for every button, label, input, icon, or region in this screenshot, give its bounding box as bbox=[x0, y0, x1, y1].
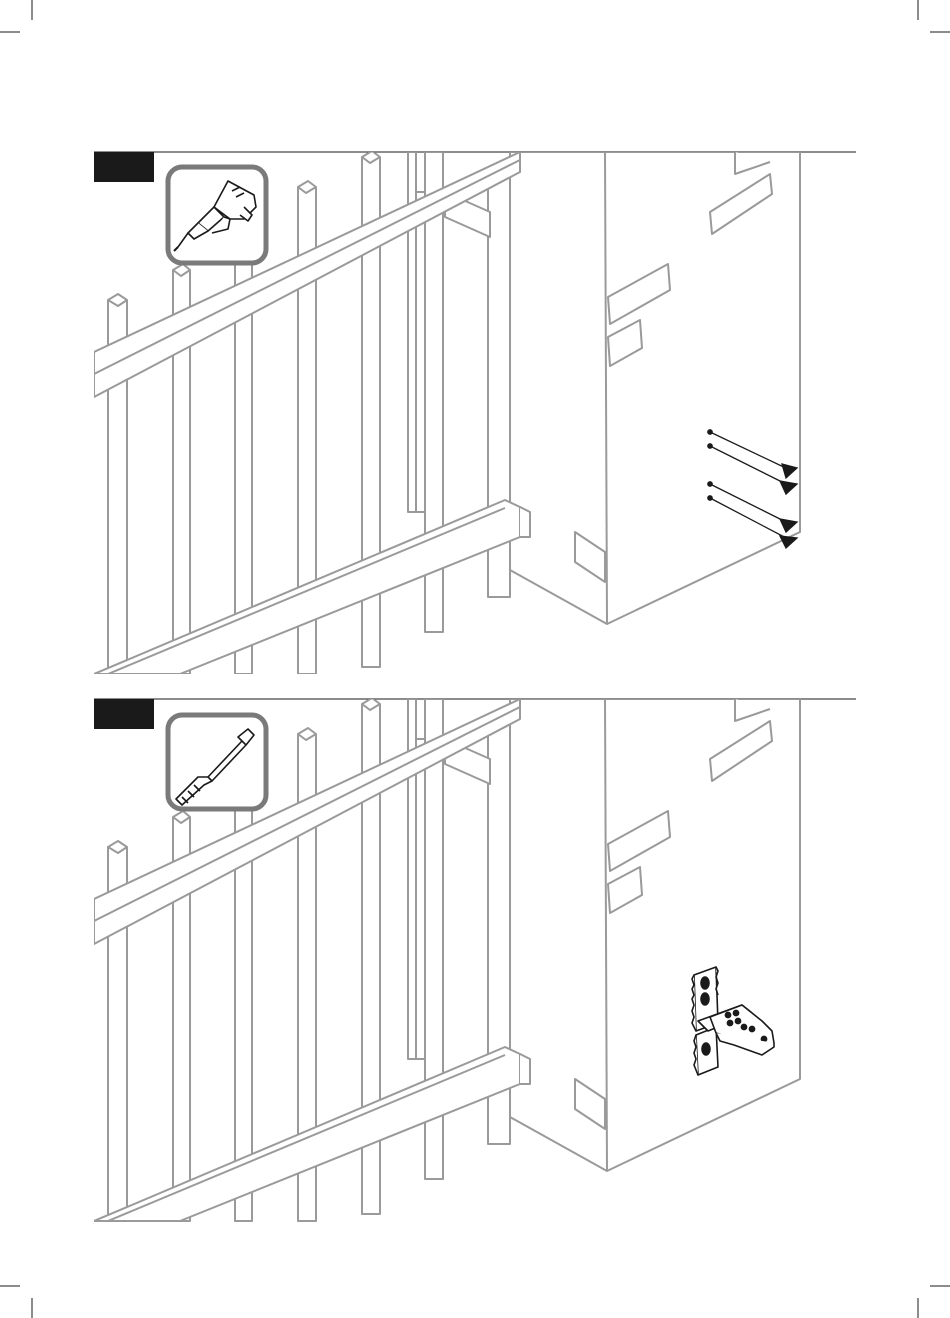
step-panel-1 bbox=[94, 151, 856, 674]
step-panel-2 bbox=[94, 698, 856, 1221]
step-number-tab bbox=[94, 699, 154, 729]
screwdriver-icon bbox=[168, 715, 266, 809]
cordless-drill-icon bbox=[168, 167, 266, 263]
step-number-tab bbox=[94, 152, 154, 182]
